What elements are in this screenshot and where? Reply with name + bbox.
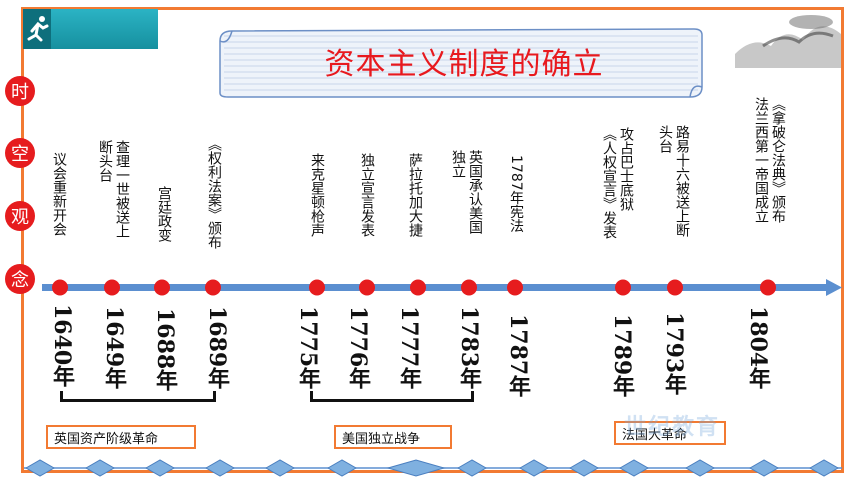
side-label-char: 时 [5, 76, 35, 106]
timeline-dot [359, 279, 375, 296]
side-label-char: 念 [5, 264, 35, 294]
timeline-dot [461, 279, 477, 296]
ribbon-diamond [144, 459, 176, 477]
bottom-ribbon [24, 459, 842, 477]
ribbon-diamond [264, 459, 296, 477]
header-badge [23, 9, 158, 49]
timeline-dot [205, 279, 221, 296]
year-label: 1804年 [745, 306, 771, 390]
ribbon-diamond [618, 459, 650, 477]
year-label: 1649年 [101, 306, 127, 390]
timeline-dot [154, 279, 170, 296]
ribbon-diamond [808, 459, 840, 477]
event-label: 议会重新开会 [51, 152, 67, 236]
event-label: 1787年宪法 [508, 155, 524, 233]
ribbon-diamond [518, 459, 550, 477]
timeline-dot [104, 279, 120, 296]
event-label: 《权利法案》颁布 [206, 137, 222, 249]
timeline-dot [667, 279, 683, 296]
timeline-dot [507, 279, 523, 296]
group-bracket [60, 391, 216, 402]
ribbon-diamond [748, 459, 780, 477]
running-man-icon [23, 9, 51, 49]
ribbon-diamond [456, 459, 488, 477]
year-label: 1793年 [661, 312, 687, 396]
event-label: 路易十六被送上断 头台 [657, 125, 690, 237]
timeline-dot [760, 279, 776, 296]
timeline-axis [42, 279, 842, 296]
event-label: 攻占巴士底狱 《人权宣言》发表 [601, 127, 634, 239]
ribbon-diamond [568, 459, 600, 477]
ribbon-diamond [24, 459, 56, 477]
event-label: 宫廷政变 [156, 186, 172, 242]
year-label: 1688年 [152, 308, 178, 392]
ribbon-diamond [684, 459, 716, 477]
group-label: 法国大革命 [614, 421, 726, 445]
ink-landscape-logo [735, 15, 841, 68]
year-label: 1640年 [49, 304, 75, 388]
year-label: 1776年 [345, 306, 371, 390]
year-label: 1783年 [456, 306, 482, 390]
timeline-dot [52, 279, 68, 296]
event-label: 查理一世被送上 断头台 [97, 140, 130, 238]
ribbon-diamond [84, 459, 116, 477]
timeline-dot [615, 279, 631, 296]
year-label: 1787年 [505, 314, 531, 398]
event-label: 独立宣言发表 [359, 153, 375, 237]
group-label: 英国资产阶级革命 [46, 425, 196, 449]
event-label: 英国承认美国 独立 [450, 150, 483, 234]
year-label: 1775年 [295, 306, 321, 390]
page-title: 资本主义制度的确立 [324, 47, 604, 82]
event-label: 来克星顿枪声 [309, 153, 325, 237]
event-label: 萨拉托加大捷 [407, 153, 423, 237]
ribbon-diamond [204, 459, 236, 477]
title-scroll [219, 28, 703, 98]
side-label-char: 空 [5, 138, 35, 168]
event-label: 《拿破仑法典》颁布 法兰西第一帝国成立 [753, 97, 786, 223]
timeline-dot [309, 279, 325, 296]
group-label: 美国独立战争 [334, 425, 452, 449]
ribbon-diamond [326, 459, 358, 477]
side-label-char: 观 [5, 201, 35, 231]
ribbon-diamond [386, 459, 446, 477]
year-label: 1777年 [396, 306, 422, 390]
group-bracket [310, 391, 474, 402]
timeline-dot [410, 279, 426, 296]
watermark-text: 世纪教育 [624, 415, 721, 440]
year-label: 1789年 [609, 314, 635, 398]
year-label: 1689年 [204, 306, 230, 390]
